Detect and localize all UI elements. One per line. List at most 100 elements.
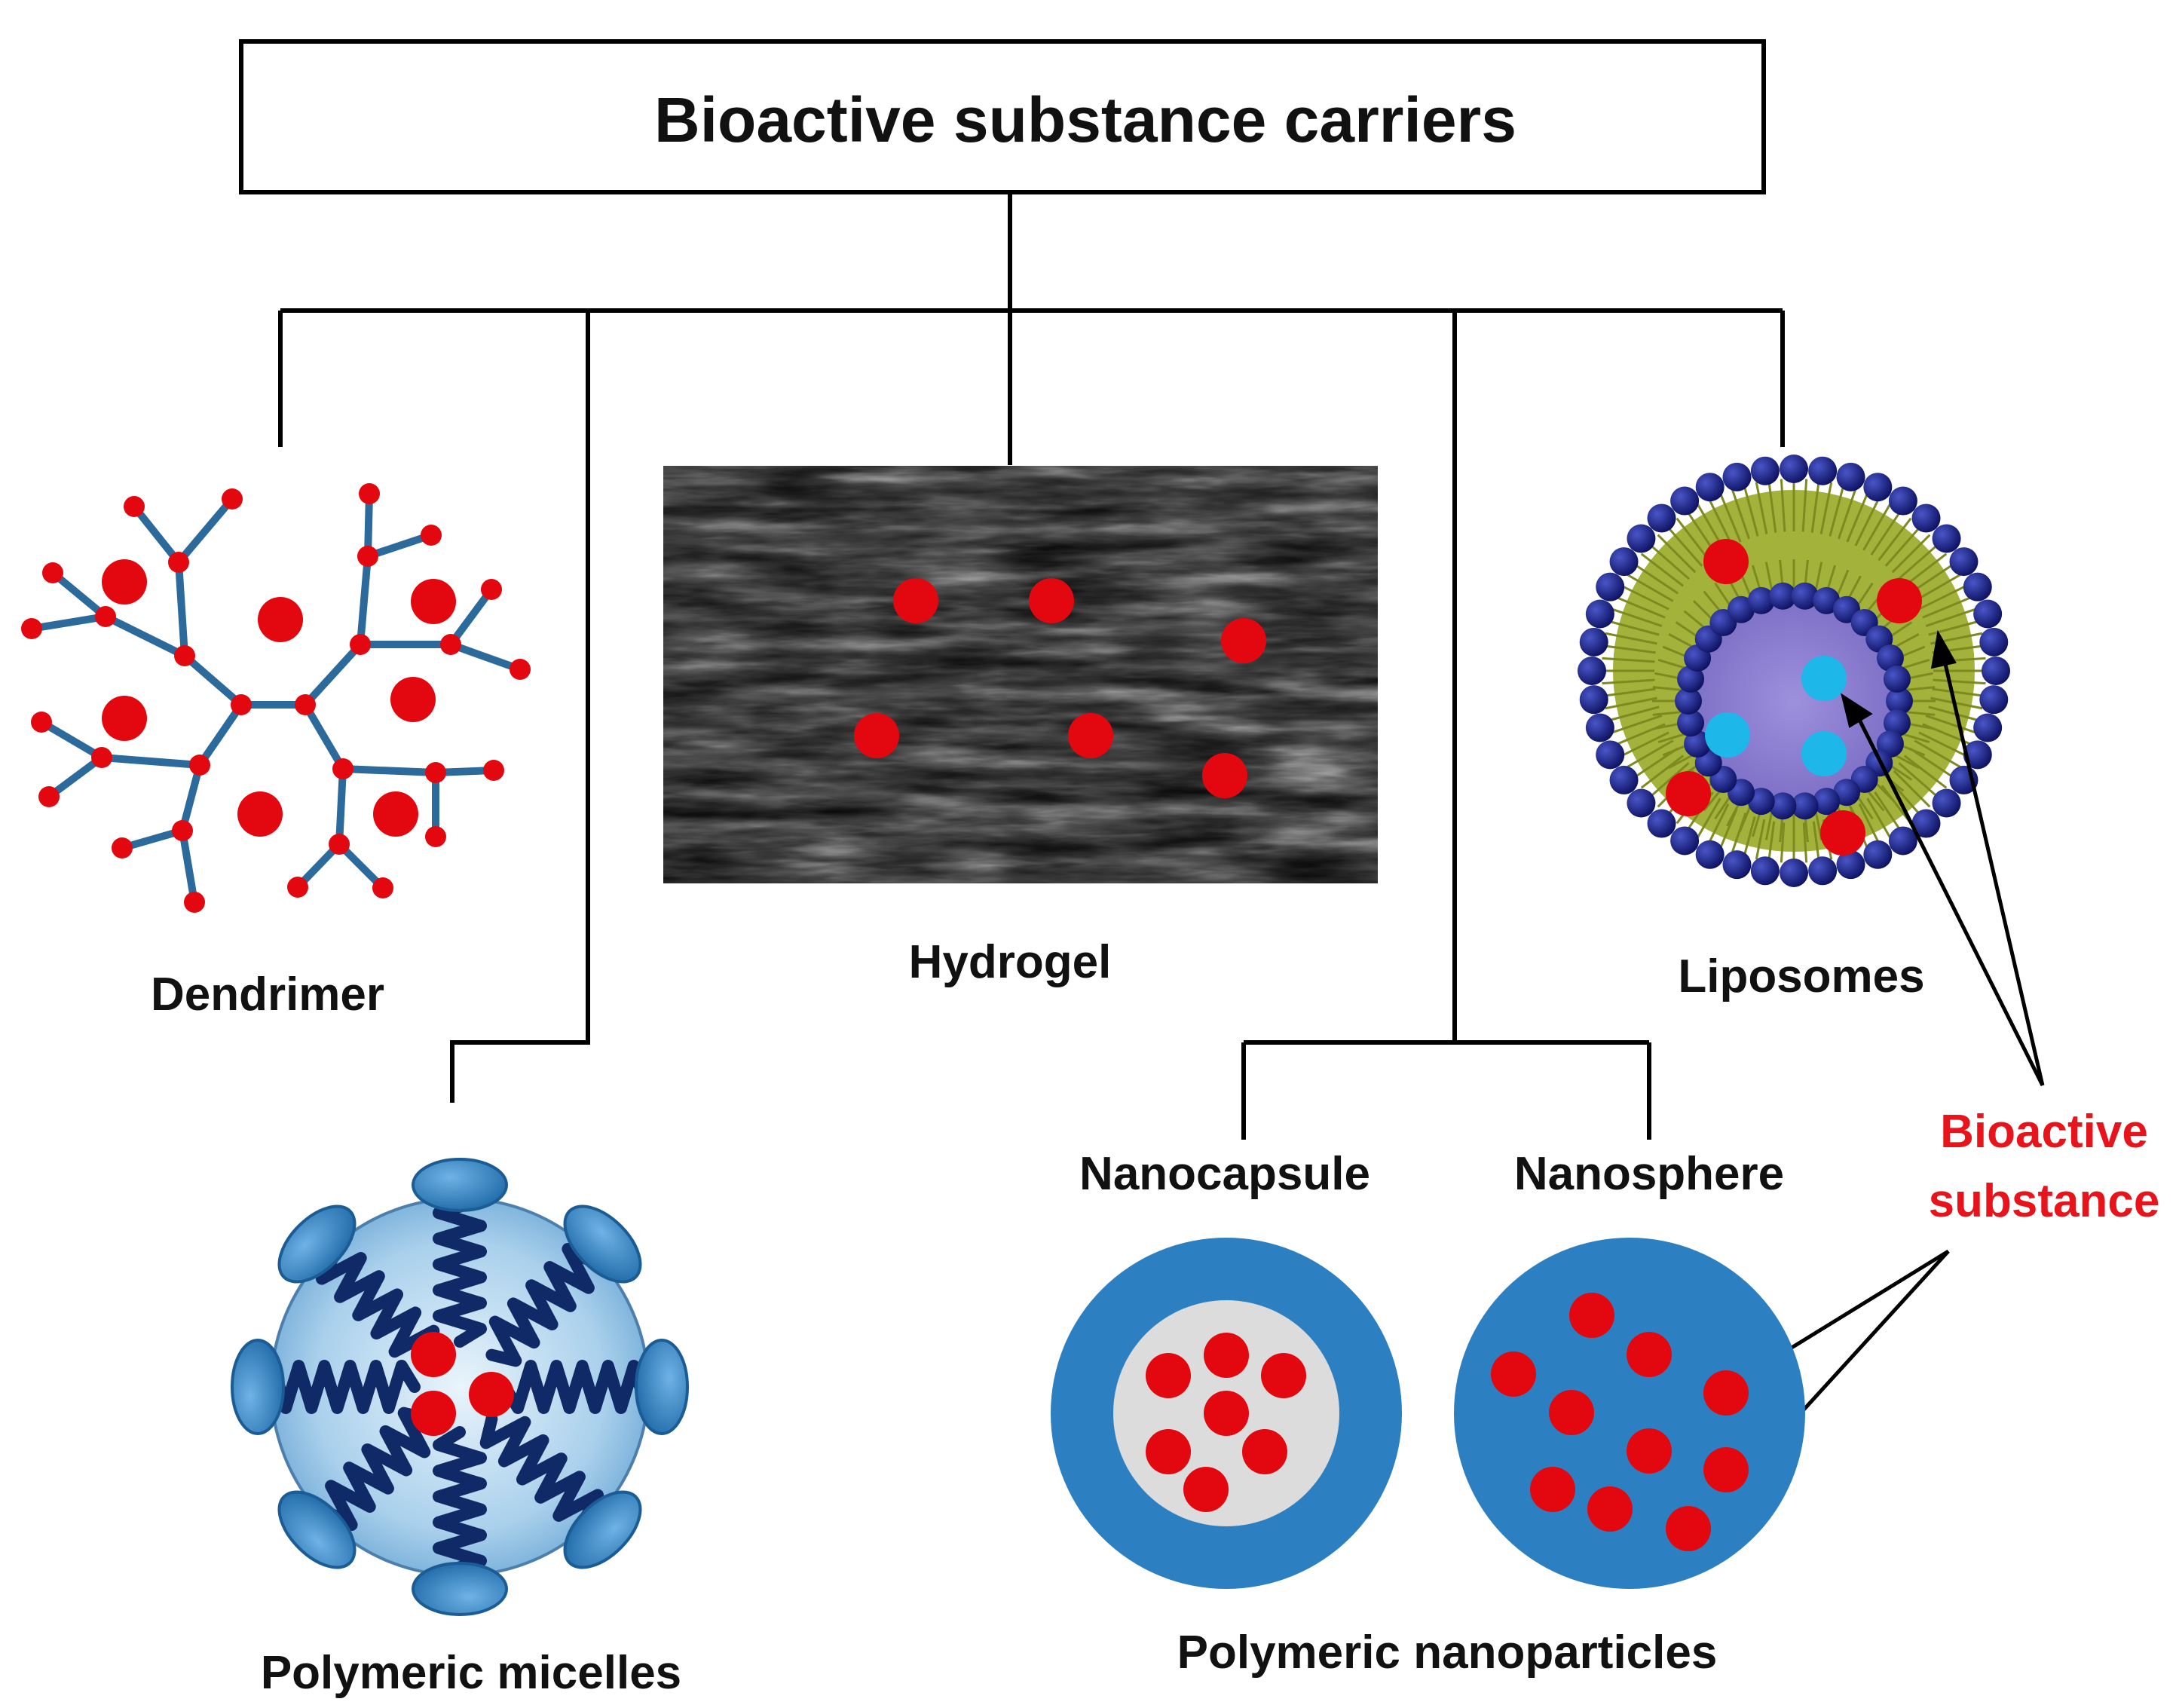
lipid-head (1627, 788, 1656, 818)
lipid-tail (1884, 525, 1922, 567)
lipid-tail (1755, 482, 1768, 534)
lipid-tail (1903, 755, 1948, 789)
lipid-tail (1620, 584, 1669, 611)
lipid-tail (1899, 732, 1930, 744)
lipid-head (1578, 657, 1606, 685)
dendrimer-branch (175, 559, 188, 660)
lipid-head (1836, 850, 1865, 880)
dendrimer-node (172, 820, 193, 841)
dendrimer-branch (339, 765, 439, 776)
nanocapsule-illustration (1051, 1238, 1402, 1589)
lipid-head (1979, 627, 2009, 657)
lipid-head (1750, 456, 1780, 485)
lipid-tail (1764, 809, 1773, 840)
lipid-head (1677, 665, 1705, 693)
dendrimer-branch (301, 701, 347, 773)
lipid-head (1596, 572, 1625, 601)
dendrimer-drug-particle (237, 791, 283, 837)
lipid-tail (1605, 696, 1657, 710)
dendrimer-branch (28, 613, 109, 632)
bioactive-substance-label: Bioactive substance (1929, 1106, 2160, 1227)
nanosphere-label: Nanosphere (1514, 1148, 1784, 1200)
lipid-tail (1666, 525, 1703, 567)
liposome-drug-particles (1666, 539, 1922, 856)
hydrogel-label: Hydrogel (909, 936, 1112, 988)
lipid-tail (1846, 492, 1868, 543)
lipid-head (1722, 850, 1752, 880)
polymeric-micelles-label: Polymeric micelles (261, 1647, 681, 1699)
lipid-head (1722, 462, 1752, 491)
dendrimer-drug-particles (102, 559, 456, 837)
lipid-head (1982, 657, 2010, 685)
lipid-head (1808, 456, 1838, 485)
lipid-tail (1627, 739, 1674, 768)
dendrimer-branch (181, 652, 245, 709)
lipid-head (1769, 792, 1797, 820)
dendrimer-branch (102, 613, 188, 660)
micelle-hydrophilic-head (635, 1339, 689, 1435)
nanosphere-illustration (1454, 1238, 1805, 1589)
lipid-tail (1862, 791, 1891, 838)
lipid-tail (1605, 632, 1657, 645)
nanosphere-drug-particles (1491, 1293, 1749, 1551)
micelle-polymer-chain (254, 1360, 421, 1414)
micelle-polymer-chain (485, 1239, 614, 1367)
lipid-head (1791, 582, 1819, 610)
micelle-hydrophilic-head (412, 1562, 508, 1616)
dendrimer-node (112, 837, 133, 859)
lipid-tail (1652, 710, 1684, 716)
lipid-head (1670, 826, 1700, 856)
lipid-tail (1602, 644, 1656, 654)
lipid-head (1627, 524, 1656, 553)
lipid-head (1911, 809, 1941, 838)
dendrimer-branch (335, 765, 347, 848)
lipid-head (1973, 599, 2003, 629)
lipid-tail (1810, 479, 1820, 533)
bioactive-label-line1: Bioactive (1940, 1106, 2148, 1158)
dendrimer-node (287, 877, 308, 898)
dendrimer-node (481, 579, 502, 600)
lipid-tail (1870, 785, 1902, 831)
lipid-tail (1620, 731, 1669, 758)
dendrimer-node (31, 712, 52, 733)
lipid-head (1813, 788, 1841, 816)
lipid-head (1886, 687, 1913, 715)
micelle-hydrophilic-head (563, 1490, 642, 1569)
lipid-tail (1898, 761, 1939, 799)
dendrimer-branch (130, 503, 182, 566)
lipid-tail (1898, 543, 1939, 580)
dendrimer-drug-particle (258, 597, 303, 642)
lipid-tail (1870, 510, 1902, 556)
hydrogel-drug-particles (854, 578, 1266, 798)
lipid-tail (1854, 497, 1881, 546)
dendrimer-drug-particle (373, 791, 418, 837)
micelle-hydrophilic-head (231, 1339, 285, 1435)
lipid-tail (1697, 791, 1725, 838)
dendrimer-branch (38, 718, 106, 761)
lipid-head (1695, 473, 1725, 502)
lipid-tail (1918, 731, 1967, 758)
lipid-head (1791, 792, 1819, 820)
lipid-head (1888, 826, 1917, 856)
lipid-tail (1838, 488, 1857, 540)
lipid-tail (1928, 706, 1980, 722)
lipid-tail (1891, 768, 1931, 808)
lipid-tail (1657, 658, 1688, 670)
dendrimer-node (359, 483, 380, 504)
micelle-hydrophilic-head (563, 1204, 642, 1284)
dendrimer-branches (28, 490, 524, 906)
lipid-head (1808, 856, 1838, 886)
dendrimer-node (42, 562, 63, 583)
lipid-head (1585, 599, 1614, 629)
lipid-tail (1743, 485, 1759, 537)
lipid-tail (1627, 574, 1674, 602)
lipid-head (1949, 547, 1979, 577)
lipid-tail (1640, 552, 1685, 587)
polymeric-micelle-illustration (231, 1158, 689, 1616)
dendrimer-node (95, 606, 116, 627)
lipid-tail (1633, 563, 1679, 595)
lipid-head (1647, 809, 1676, 838)
lipid-tail (1829, 485, 1845, 537)
lipid-tail (1922, 596, 1972, 619)
dendrimer-branch (301, 641, 364, 709)
